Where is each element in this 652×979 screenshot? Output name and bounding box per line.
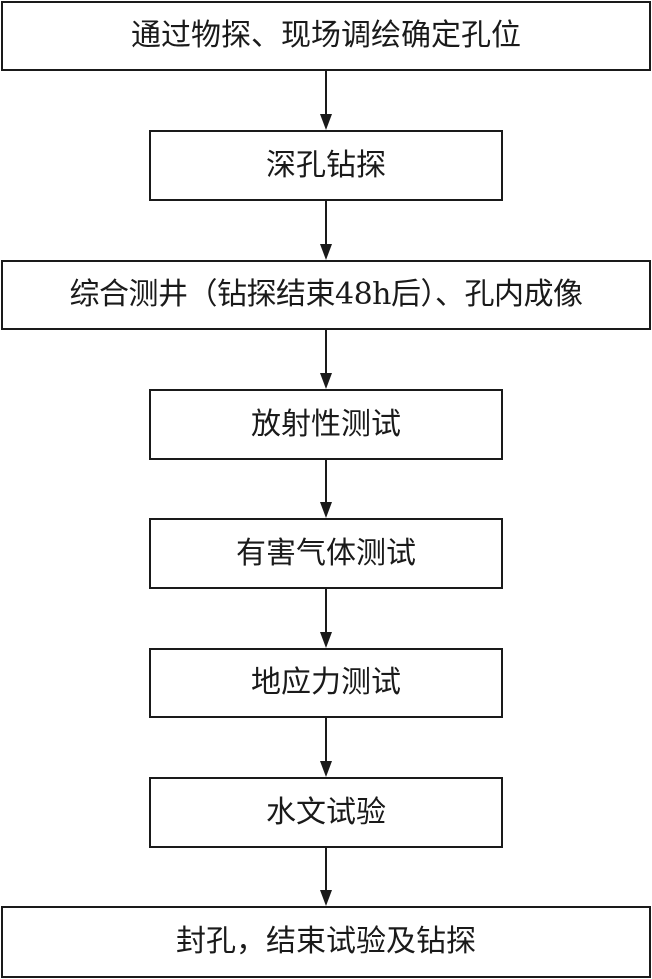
step-hydrological-test: 水文试验: [149, 777, 503, 848]
step-harmful-gas-test: 有害气体测试: [149, 518, 503, 589]
step-radioactivity-test: 放射性测试: [149, 389, 503, 460]
arrowhead-4-5: [320, 502, 332, 518]
step-logging-and-imaging: 综合测井（钻探结束48h后）、孔内成像: [1, 260, 651, 330]
arrowhead-2-3: [320, 244, 332, 260]
step-determine-borehole-location: 通过物探、现场调绘确定孔位: [1, 1, 651, 71]
step-ground-stress-test: 地应力测试: [149, 648, 503, 718]
step-deep-drilling: 深孔钻探: [149, 130, 503, 201]
step-seal-and-finish: 封孔，结束试验及钻探: [1, 906, 651, 978]
arrowhead-7-8: [320, 890, 332, 906]
arrowhead-6-7: [320, 761, 332, 777]
arrowhead-1-2: [320, 114, 332, 130]
arrowhead-3-4: [320, 373, 332, 389]
arrowhead-5-6: [320, 632, 332, 648]
